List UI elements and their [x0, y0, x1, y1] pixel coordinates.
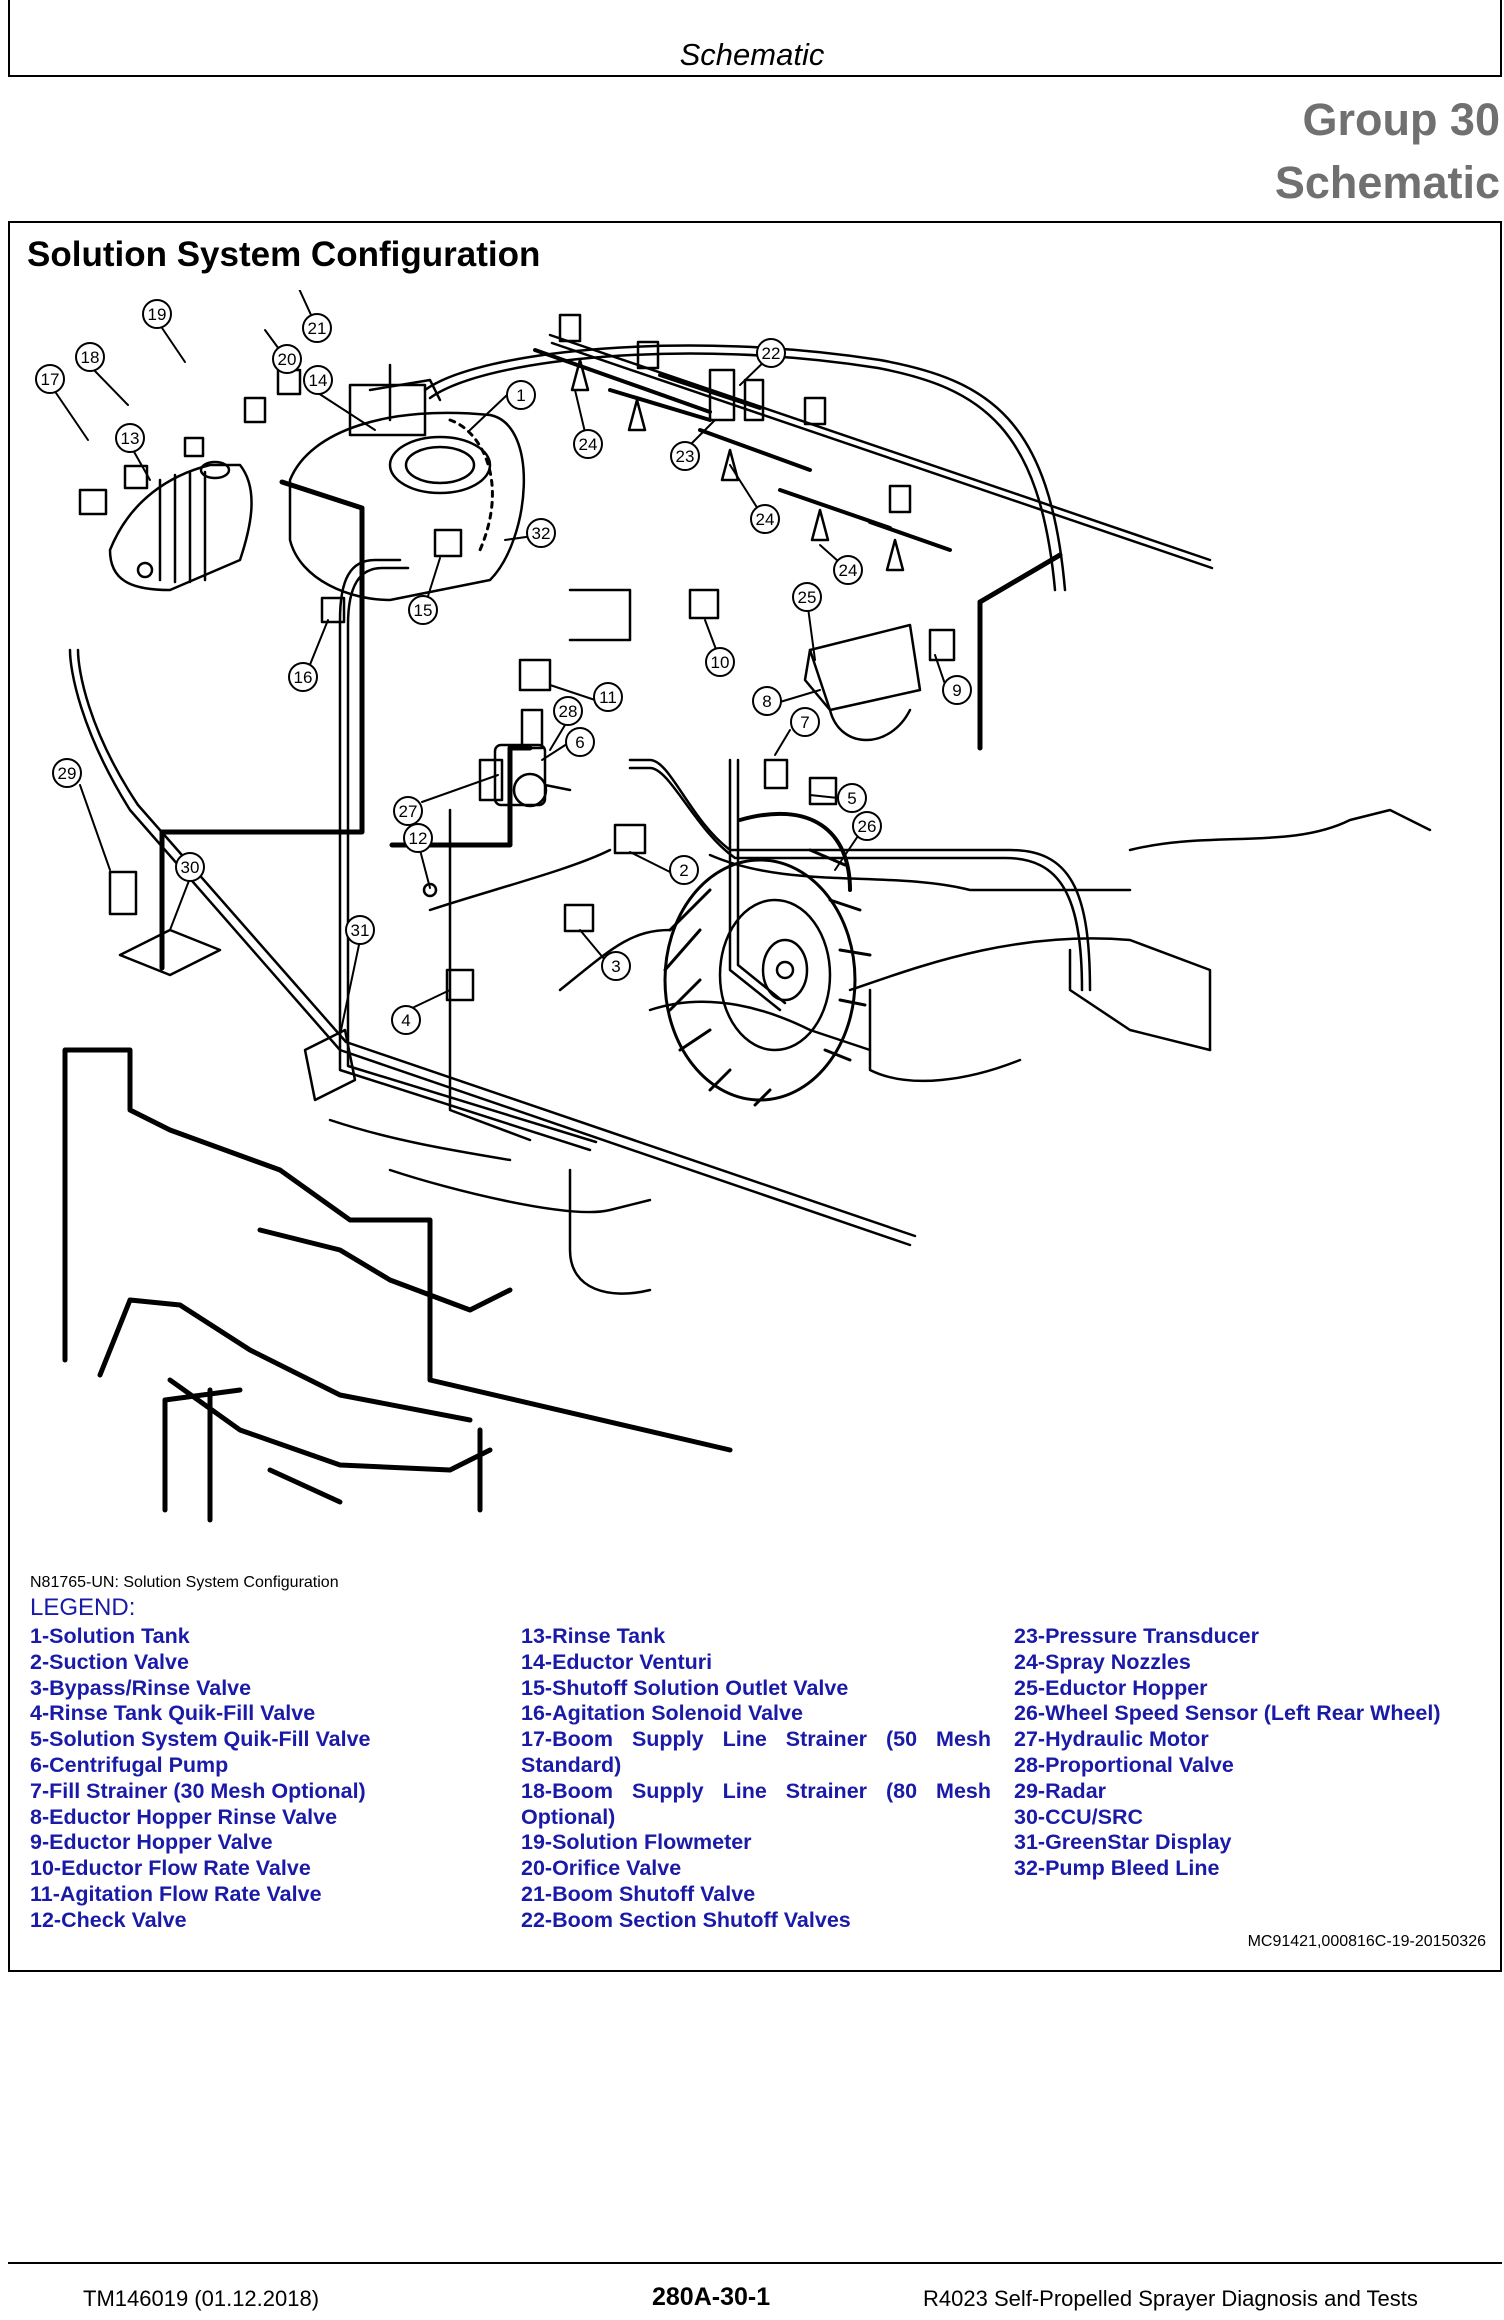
- callout-29: 29: [58, 764, 77, 783]
- callout-8: 8: [762, 692, 771, 711]
- legend-item: 2-Suction Valve: [30, 1649, 189, 1674]
- legend-item: 29-Radar: [1014, 1778, 1107, 1803]
- solution-tank: [288, 363, 526, 602]
- callout-14: 14: [309, 371, 328, 390]
- wiring-harness: [62, 479, 1063, 1523]
- callout-30: 30: [181, 858, 200, 877]
- callout-3: 3: [611, 957, 620, 976]
- callout-1: 1: [516, 386, 525, 405]
- callout-18: 18: [81, 348, 100, 367]
- legend-item: 4-Rinse Tank Quik-Fill Valve: [30, 1701, 316, 1726]
- callout-16: 16: [294, 668, 313, 687]
- callout-28: 28: [559, 702, 578, 721]
- figure-id: N81765-UN: Solution System Configuration: [30, 1574, 339, 1591]
- legend-item: 26-Wheel Speed Sensor (Left Rear Wheel): [1014, 1701, 1441, 1726]
- callout-19: 19: [148, 305, 167, 324]
- legend-title: LEGEND:: [30, 1594, 136, 1621]
- ccu-box: [118, 928, 222, 977]
- callout-15: 15: [414, 601, 433, 620]
- callout-20: 20: [278, 350, 297, 369]
- callout-13: 13: [121, 429, 140, 448]
- legend-item: 16-Agitation Solenoid Valve: [521, 1701, 803, 1726]
- callout-24b: 24: [756, 510, 775, 529]
- callout-23: 23: [676, 447, 695, 466]
- callout-25: 25: [798, 588, 817, 607]
- legend-item: 31-GreenStar Display: [1014, 1830, 1232, 1855]
- legend-item: 30-CCU/SRC: [1014, 1804, 1144, 1829]
- callout-10: 10: [711, 653, 730, 672]
- legend-item: 7-Fill Strainer (30 Mesh Optional): [30, 1778, 366, 1803]
- figure-frame: [8, 221, 1502, 1972]
- legend-item: 21-Boom Shutoff Valve: [521, 1881, 756, 1906]
- callout-31: 31: [351, 921, 370, 940]
- pump-assembly: [478, 708, 572, 808]
- legend-item: 18-Boom Supply Line Strainer (80 Mesh Op…: [521, 1778, 991, 1829]
- legend-item: 9-Eductor Hopper Valve: [30, 1830, 273, 1855]
- callout-24c: 24: [839, 561, 858, 580]
- group-name: Schematic: [1274, 157, 1500, 208]
- schematic-diagram: 1 2 3 4 5 6 7 8 9 10 11 12 13 14 15 16 1…: [35, 290, 1432, 1523]
- legend-item: 14-Eductor Venturi: [521, 1649, 713, 1674]
- footer-page-number: 280A-30-1: [652, 2283, 771, 2311]
- legend-item: 17-Boom Supply Line Strainer (50 Mesh St…: [521, 1727, 991, 1777]
- callout-4: 4: [401, 1011, 410, 1030]
- legend-item: 1-Solution Tank: [30, 1624, 190, 1648]
- legend-item: 22-Boom Section Shutoff Valves: [521, 1907, 851, 1932]
- legend-item: 28-Proportional Valve: [1014, 1752, 1234, 1777]
- footer-manual-title: R4023 Self-Propelled Sprayer Diagnosis a…: [923, 2286, 1418, 2311]
- section-title: Solution System Configuration: [27, 235, 541, 274]
- boom-assembly: [533, 313, 1214, 572]
- plumbing-lines: [68, 344, 1432, 1295]
- callout-21: 21: [308, 319, 327, 338]
- callout-11: 11: [599, 688, 617, 707]
- legend-item: 23-Pressure Transducer: [1014, 1624, 1259, 1648]
- group-heading: Group 30 Schematic: [1275, 88, 1500, 214]
- legend-item: 3-Bypass/Rinse Valve: [30, 1675, 252, 1700]
- legend-item: 6-Centrifugal Pump: [30, 1752, 229, 1777]
- footer-rule: [8, 2262, 1502, 2264]
- legend-item: 11-Agitation Flow Rate Valve: [30, 1881, 322, 1906]
- group-number: Group 30: [1302, 94, 1500, 145]
- callout-bubbles: [35, 299, 972, 1035]
- legend-item: 25-Eductor Hopper: [1014, 1675, 1208, 1700]
- callout-12: 12: [409, 829, 428, 848]
- header-box: [8, 0, 1502, 77]
- legend-item: 10-Eductor Flow Rate Valve: [30, 1856, 311, 1881]
- callout-5: 5: [847, 789, 856, 808]
- legend-item: 24-Spray Nozzles: [1014, 1649, 1191, 1674]
- radar-unit: [108, 870, 138, 916]
- footer-manual-id: TM146019 (01.12.2018): [83, 2286, 320, 2311]
- callout-22: 22: [762, 344, 781, 363]
- legend-column-1: 1-Solution Tank 2-Suction Valve 3-Bypass…: [30, 1624, 490, 1934]
- legend-item: 12-Check Valve: [30, 1907, 187, 1932]
- callout-27: 27: [399, 802, 418, 821]
- greenstar-display: [303, 1028, 357, 1102]
- legend-column-3: 23-Pressure Transducer 24-Spray Nozzles …: [1014, 1624, 1494, 1882]
- callout-2: 2: [679, 861, 688, 880]
- callout-9: 9: [952, 681, 961, 700]
- callout-6: 6: [575, 733, 584, 752]
- callout-7: 7: [800, 713, 809, 732]
- legend-item: 20-Orifice Valve: [521, 1856, 682, 1881]
- legend-item: 13-Rinse Tank: [521, 1624, 666, 1648]
- callout-32: 32: [532, 524, 551, 543]
- callout-26: 26: [858, 817, 877, 836]
- eductor-hopper: [803, 623, 922, 742]
- legend-item: 15-Shutoff Solution Outlet Valve: [521, 1675, 849, 1700]
- legend-column-2: 13-Rinse Tank 14-Eductor Venturi 15-Shut…: [521, 1624, 991, 1934]
- rear-wheel: [663, 811, 872, 1107]
- callout-numbers: 1 2 3 4 5 6 7 8 9 10 11 12 13 14 15 16 1…: [41, 305, 962, 1030]
- legend-item: 27-Hydraulic Motor: [1014, 1727, 1209, 1752]
- legend-item: 19-Solution Flowmeter: [521, 1830, 752, 1855]
- valves: [78, 368, 956, 1002]
- legend-item: 5-Solution System Quik-Fill Valve: [30, 1727, 371, 1752]
- document-code: MC91421,000816C-19-20150326: [1247, 1933, 1486, 1950]
- callout-17: 17: [41, 370, 60, 389]
- rinse-tank: [108, 460, 253, 592]
- header-title: Schematic: [679, 37, 825, 72]
- callout-24a: 24: [579, 435, 598, 454]
- legend-item: 8-Eductor Hopper Rinse Valve: [30, 1804, 338, 1829]
- legend-item: 32-Pump Bleed Line: [1014, 1856, 1220, 1881]
